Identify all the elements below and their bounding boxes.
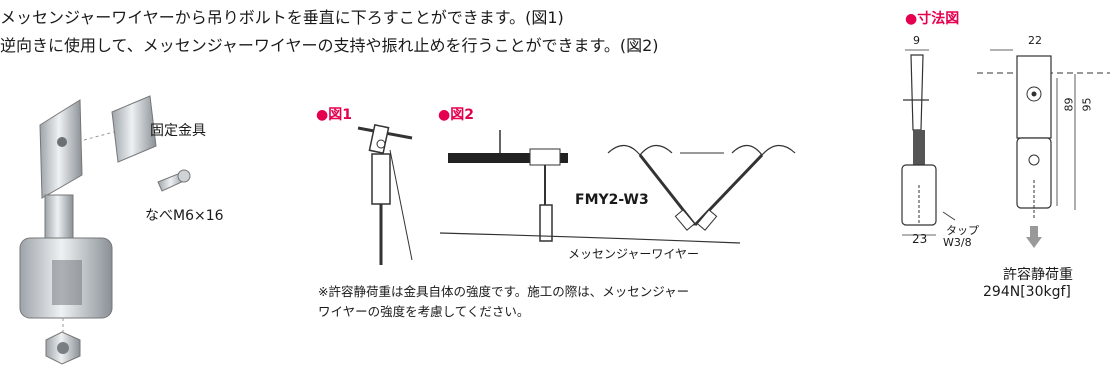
load-title: 許容静荷重 (1003, 267, 1073, 283)
dim-95: 95 (1080, 97, 1094, 112)
dim-89: 89 (1062, 97, 1076, 112)
screw-label: なべM6×16 (145, 208, 224, 224)
figure-1-label: ●図1 (316, 107, 352, 123)
dim-22: 22 (1028, 34, 1042, 47)
figure-1-drawing (357, 123, 413, 265)
note-line-1: ※許容静荷重は金具自体の強度です。施工の際は、メッセンジャー (318, 284, 690, 299)
intro-line-1: メッセンジャーワイヤーから吊りボルトを垂直に下ろすことができます。(図1) (0, 8, 564, 27)
dim-23: 23 (912, 232, 928, 246)
product-photo (19, 95, 191, 365)
wire-label: メッセンジャーワイヤー (568, 247, 700, 261)
fixing-bracket-label: 固定金具 (150, 123, 206, 139)
model-label: FMY2-W3 (575, 192, 649, 208)
dimension-title: ●寸法図 (905, 11, 960, 27)
tap-size: W3/8 (943, 236, 972, 249)
figure-2-drawing (439, 130, 796, 244)
intro-line-2: 逆向きに使用して、メッセンジャーワイヤーの支持や振れ止めを行うことができます。(… (0, 36, 659, 55)
load-value: 294N[30kgf] (983, 284, 1071, 300)
tap-label: タップ (946, 224, 979, 237)
note-line-2: ワイヤーの強度を考慮してください。 (318, 304, 530, 319)
dimension-drawing (901, 49, 1110, 248)
figure-2-label: ●図2 (438, 107, 474, 123)
dim-9: 9 (913, 34, 920, 47)
